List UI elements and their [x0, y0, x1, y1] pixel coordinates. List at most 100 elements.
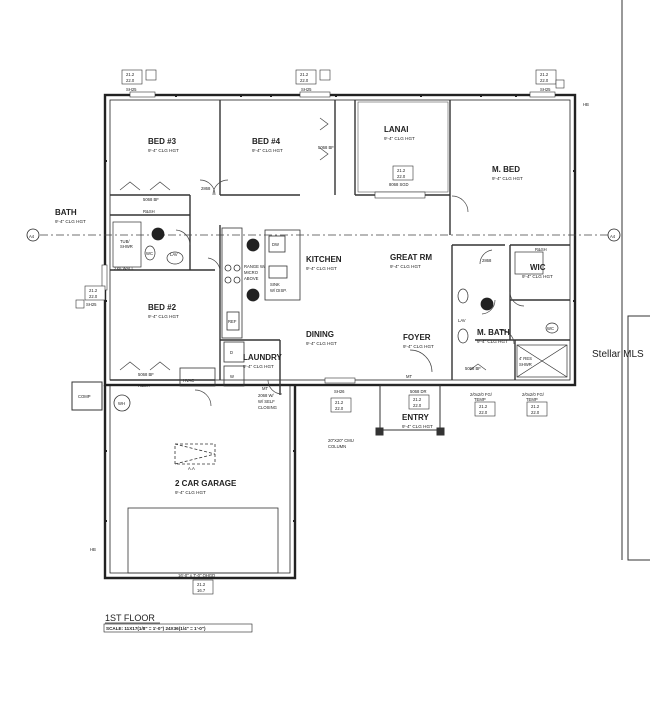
wall-2x6: 2X6 WALL — [114, 266, 135, 271]
bf-bed4: 5068 BF — [318, 145, 334, 150]
entry-label: ENTRY — [402, 413, 429, 422]
door-2068-1: 2068 W/ — [258, 393, 274, 398]
win-7a: 21.2 — [413, 397, 422, 402]
hb-right: HB — [583, 102, 589, 107]
comp: COMP — [78, 394, 91, 399]
win-1a: 21.2 — [126, 72, 135, 77]
win-2b: 22.0 — [300, 78, 309, 83]
range-1: RANGE W/ — [244, 264, 266, 269]
win-9a: 21.2 — [531, 404, 540, 409]
fg-left-2: TEMP — [474, 397, 486, 402]
great-rm-clg: 9'-4" CLG HGT — [390, 264, 421, 269]
rsh-wic: R&SH — [535, 247, 547, 252]
entry-porch — [375, 384, 445, 436]
win-6a: 21.2 — [335, 400, 344, 405]
lav-mbath: LAV — [458, 318, 466, 323]
range-2: MICRO — [244, 270, 259, 275]
section-markers — [26, 227, 621, 311]
section-ref-right: A4 — [610, 234, 616, 239]
win-10a: 21.2 — [197, 582, 206, 587]
floor-title: 1ST FLOOR — [105, 613, 155, 623]
wic-clg: 9'-4" CLG HGT — [522, 274, 553, 279]
column-1: 20"X20" CMU — [328, 438, 354, 443]
kitchen-label: KITCHEN — [306, 255, 342, 264]
tub-2: SHWR — [120, 244, 133, 249]
sh25-mid: SH25 — [301, 87, 312, 92]
door-2868-a: 2868 — [201, 186, 211, 191]
laundry-label: LAUNDRY — [243, 353, 282, 362]
win-5b: 22.0 — [397, 174, 406, 179]
great-rm-label: GREAT RM — [390, 253, 432, 262]
foyer-clg: 9'-4" CLG HGT — [403, 344, 434, 349]
sh25-right: SH25 — [540, 87, 551, 92]
win-8a: 21.2 — [479, 404, 488, 409]
hvac: HVAC — [183, 378, 194, 383]
rsh-bed3: R&SH — [143, 209, 155, 214]
bed3-clg: 9'-4" CLG HGT — [148, 148, 179, 153]
win-8b: 22.0 — [479, 410, 488, 415]
sh25-side: SH25 — [86, 302, 97, 307]
fg-right-2: TEMP — [526, 397, 538, 402]
win-7b: 22.0 — [413, 403, 422, 408]
mbed-clg: 9'-4" CLG HGT — [492, 176, 523, 181]
bf-bed2: 5068 BF — [138, 372, 154, 377]
lanai-clg: 9'-4" CLG HGT — [384, 136, 415, 141]
bath-fixtures — [112, 221, 568, 378]
win-5a: 21.2 — [397, 168, 406, 173]
aa-mark: A.A — [188, 466, 195, 471]
win-10b: 16.7 — [197, 588, 206, 593]
res-shwr-2: SHWR — [519, 362, 532, 367]
bed2-label: BED #2 — [148, 303, 177, 312]
dining-clg: 9'-4" CLG HGT — [306, 341, 337, 346]
rsh-bed2: R&SH — [138, 383, 150, 388]
win-1b: 22.0 — [126, 78, 135, 83]
kitchen-clg: 9'-4" CLG HGT — [306, 266, 337, 271]
scale-note: SCALE: 11X17(1/8" = 1'-0") 24X36(1/4" = … — [106, 626, 206, 631]
ref: REF — [228, 319, 237, 324]
tub-1: TUB/ — [120, 239, 130, 244]
wic-label: WIC — [530, 263, 546, 272]
column-2: COLUMN — [328, 444, 346, 449]
door-swings — [119, 117, 525, 407]
lanai-label: LANAI — [384, 125, 408, 134]
dw: DW — [272, 242, 279, 247]
sh25-left: SH25 — [126, 87, 137, 92]
win-3a: 21.2 — [540, 72, 549, 77]
res-shwr-1: 4' RES — [519, 356, 532, 361]
bed4-label: BED #4 — [252, 137, 281, 146]
dining-label: DINING — [306, 330, 334, 339]
wh: WH — [118, 401, 125, 406]
washer: W — [230, 374, 234, 379]
interior-walls — [110, 100, 570, 395]
win-4a: 21.2 — [89, 288, 98, 293]
sh26: SH26 — [334, 389, 345, 394]
room-labels: BED #3 9'-4" CLG HGT BED #4 9'-4" CLG HG… — [55, 125, 553, 495]
bath-label: BATH — [55, 208, 77, 217]
kitchen-counters — [221, 227, 301, 339]
door-2068-3: CLOSING — [258, 405, 277, 410]
bed4-clg: 9'-4" CLG HGT — [252, 148, 283, 153]
range-3: ABOVE — [244, 276, 259, 281]
win-6b: 22.0 — [335, 406, 344, 411]
win-9b: 22.0 — [531, 410, 540, 415]
watermark: Stellar MLS — [592, 349, 644, 360]
garage-clg: 9'-4" CLG HGT — [175, 490, 206, 495]
sgd: 8068 SGD — [389, 182, 409, 187]
garage-label: 2 CAR GARAGE — [175, 479, 237, 488]
door-2068-2: W/ SELF — [258, 399, 275, 404]
bf-bed3: 5068 BF — [143, 197, 159, 202]
win-3b: 22.0 — [540, 78, 549, 83]
window-tags — [75, 69, 565, 595]
foyer-label: FOYER — [403, 333, 431, 342]
bed2-clg: 9'-4" CLG HGT — [148, 314, 179, 319]
mbed-label: M. BED — [492, 165, 520, 174]
mt-foyer: MT — [406, 374, 412, 379]
dr-5068: 5068 DR — [410, 389, 427, 394]
mt-laundry: MT — [262, 386, 268, 391]
laundry-clg: 9'-4" CLG HGT — [243, 364, 274, 369]
bed3-label: BED #3 — [148, 137, 177, 146]
sheet-frame — [621, 0, 650, 561]
bath-clg: 9'-4" CLG HGT — [55, 219, 86, 224]
door-2868-b: 2868 — [482, 258, 492, 263]
fg-right-1: 2/0x2/0 FG/ — [522, 392, 545, 397]
